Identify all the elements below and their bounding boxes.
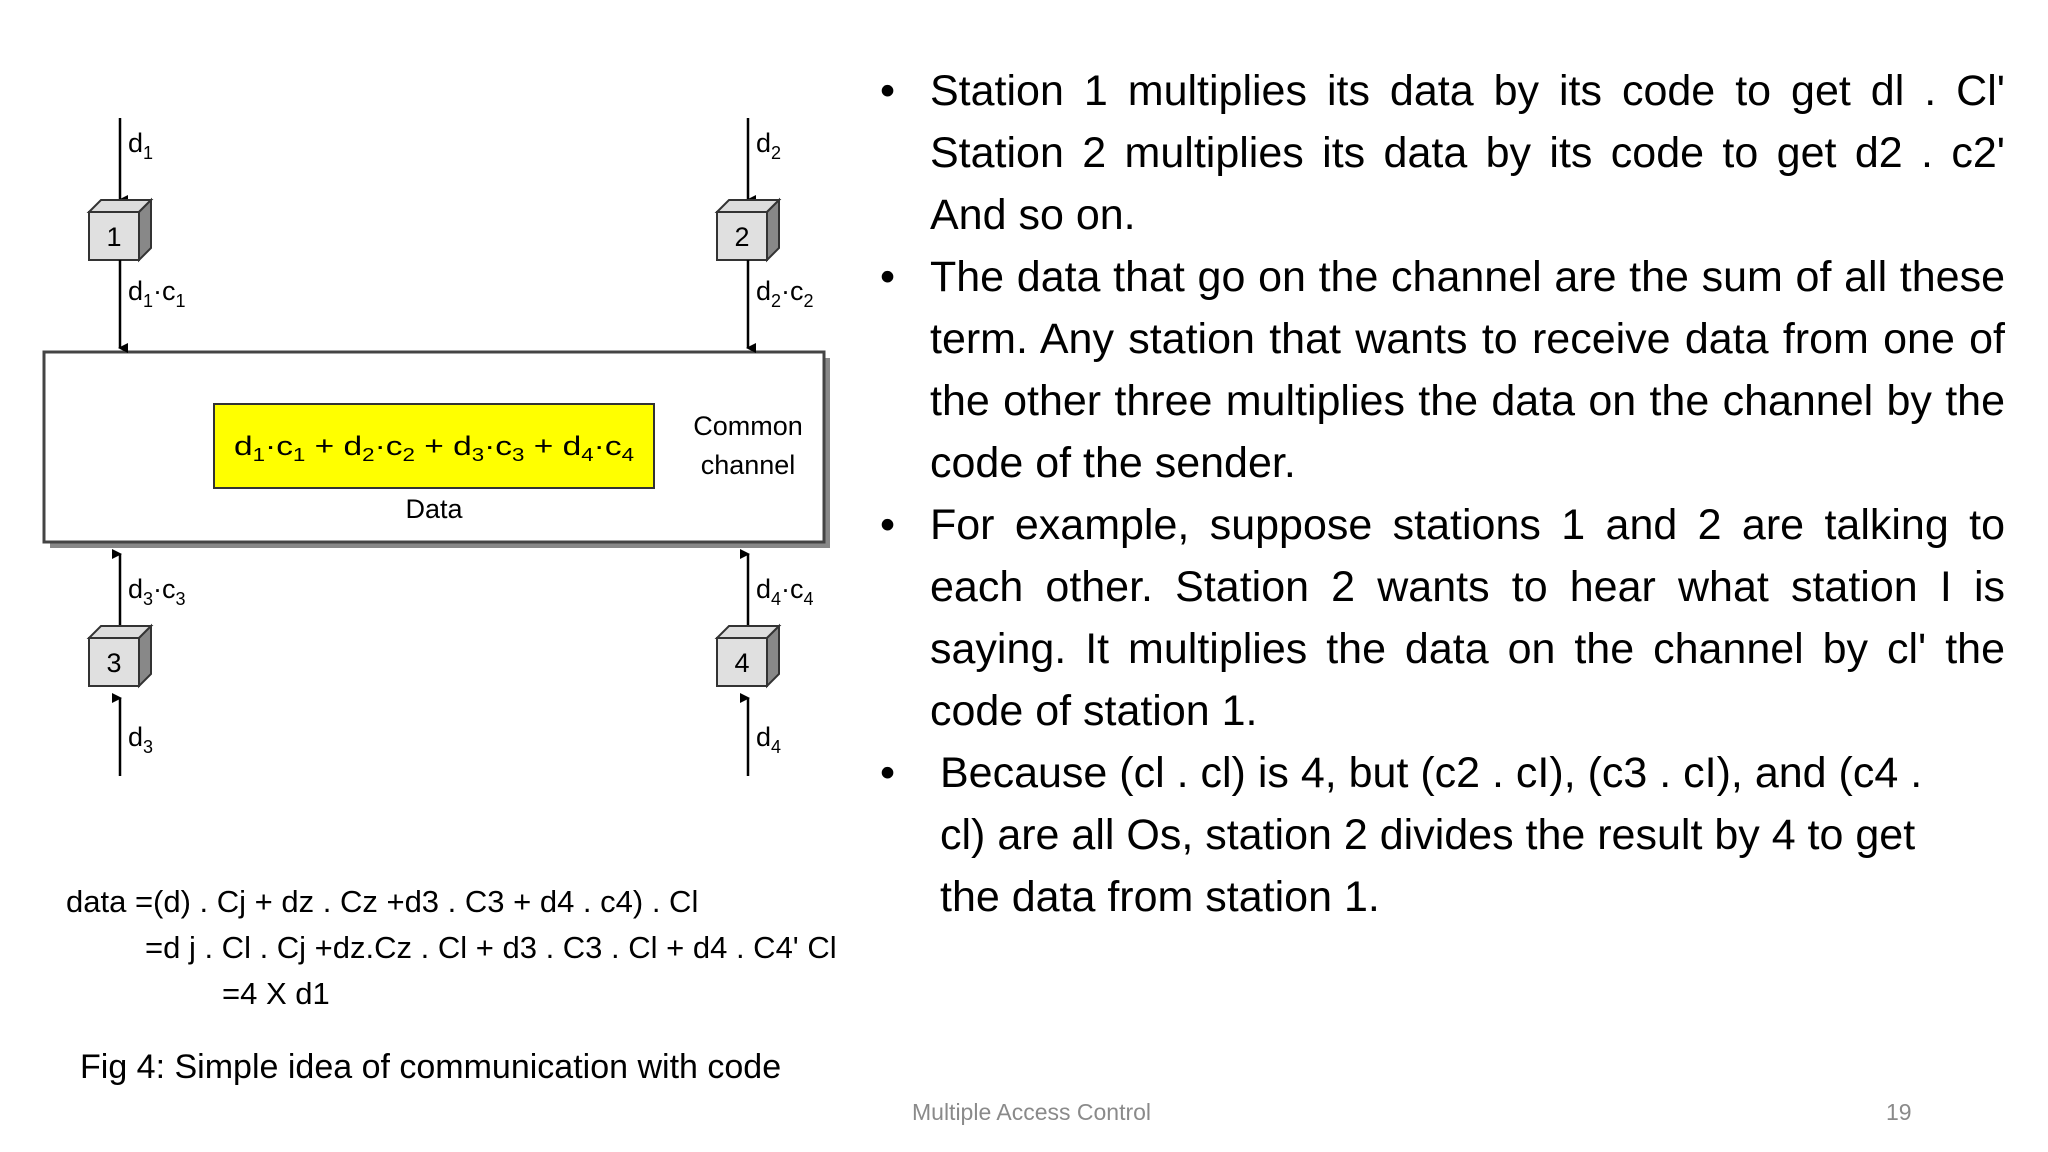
data-label: Data xyxy=(405,494,463,524)
station-2-input-label: d2 xyxy=(756,128,781,163)
station-3-cube-front xyxy=(88,637,140,687)
formula-line-2: =d j . Cl . Cj +dz.Cz . Cl + d3 . C3 . C… xyxy=(145,930,837,965)
station-4: d4·c4 4 d4 xyxy=(714,549,814,776)
station-1: d1 1 d1·c1 xyxy=(86,118,186,353)
station-2-cube-front xyxy=(716,211,768,261)
page-number: 19 xyxy=(1886,1099,1912,1125)
station-4-cube-front xyxy=(716,637,768,687)
station-4-cube-side xyxy=(766,623,780,689)
bullet-item: Because (cl . cl) is 4, but (c2 . cI), (… xyxy=(870,742,2005,928)
bullet-item: Station 1 multiplies its data by its cod… xyxy=(870,60,2005,246)
bullet-item: For example, suppose stations 1 and 2 ar… xyxy=(870,494,2005,742)
station-2-output-label: d2·c2 xyxy=(756,276,814,311)
station-1-input-label: d1 xyxy=(128,128,153,163)
bullet-list: Station 1 multiplies its data by its cod… xyxy=(870,60,2005,928)
formula-line-3: =4 X d1 xyxy=(222,976,330,1011)
station-4-input-label: d4 xyxy=(756,722,781,757)
station-2-cube-side xyxy=(766,197,780,263)
figure-caption: Fig 4: Simple idea of communication with… xyxy=(80,1048,782,1086)
station-1-number: 1 xyxy=(106,222,121,252)
bullet-item: The data that go on the channel are the … xyxy=(870,246,2005,494)
station-3: d3·c3 3 d3 xyxy=(86,549,186,776)
station-1-cube-front xyxy=(88,211,140,261)
channel-label-line1: Common xyxy=(693,411,803,441)
channel-label-line2: channel xyxy=(701,450,796,480)
station-3-input-label: d3 xyxy=(128,722,153,757)
station-2: d2 2 d2·c2 xyxy=(714,118,814,353)
station-3-cube-side xyxy=(138,623,152,689)
station-4-number: 4 xyxy=(734,648,749,678)
formula-line-1: data =(d) . Cj + dz . Cz +d3 . C3 + d4 .… xyxy=(66,884,699,919)
station-4-output-label: d4·c4 xyxy=(756,574,814,609)
station-1-output-label: d1·c1 xyxy=(128,276,186,311)
station-2-number: 2 xyxy=(734,222,749,252)
station-3-number: 3 xyxy=(106,648,121,678)
station-1-cube-side xyxy=(138,197,152,263)
sum-box xyxy=(213,403,655,489)
station-3-output-label: d3·c3 xyxy=(128,574,186,609)
footer-title: Multiple Access Control xyxy=(912,1099,1152,1125)
